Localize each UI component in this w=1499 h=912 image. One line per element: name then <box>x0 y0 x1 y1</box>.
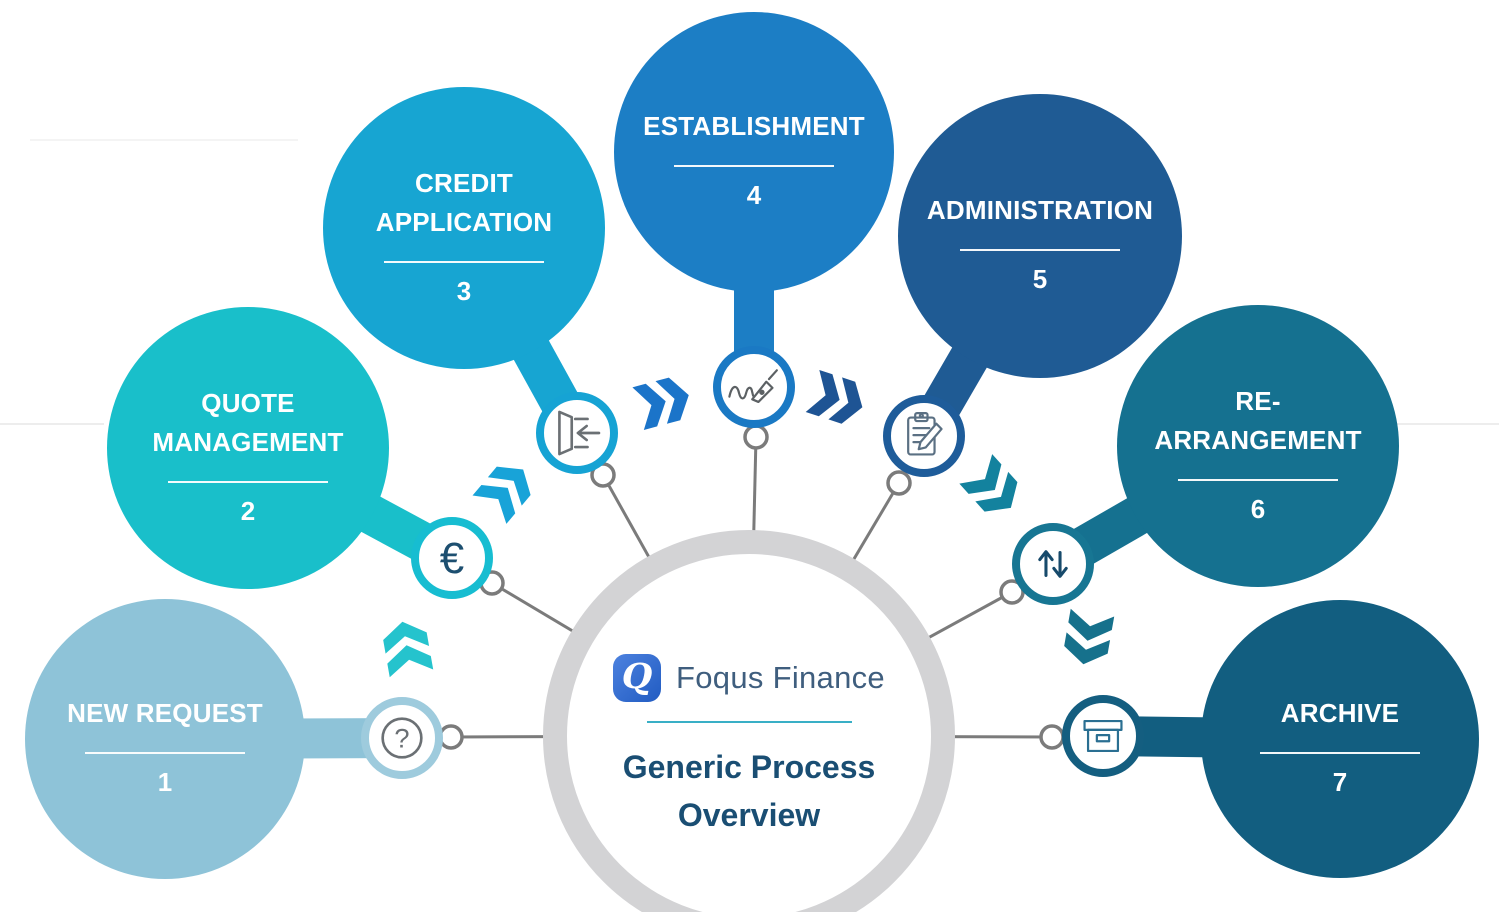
diagram-title-line2: Overview <box>677 797 821 833</box>
center-divider <box>646 721 852 723</box>
step-label: ESTABLISHMENT <box>643 111 865 141</box>
step-label: RE-ARRANGEMENT <box>1154 385 1362 455</box>
icon-circle-new-request: ? <box>361 697 443 779</box>
step-number: 1 <box>157 767 173 797</box>
background-artifact-line <box>0 423 104 425</box>
connector-donuts <box>438 424 1065 750</box>
question-mark-icon: ? <box>381 717 423 759</box>
icon-circle-establishment <box>713 346 795 428</box>
step-circle-archive: ARCHIVE 7 <box>1201 600 1479 878</box>
step-circle-establishment: ESTABLISHMENT 4 <box>614 12 894 292</box>
brand-name: Foqus Finance <box>676 660 885 695</box>
step-divider <box>674 165 834 167</box>
door-entry-icon <box>558 410 601 456</box>
step-number: 6 <box>1250 493 1266 524</box>
signature-pen-icon <box>728 369 778 404</box>
chevron-arrow-icon <box>472 466 531 524</box>
chevron-arrow-icon <box>1064 608 1115 665</box>
chevron-arrow-icon <box>959 454 1018 512</box>
step-number: 4 <box>746 180 762 210</box>
icon-circle-archive <box>1062 695 1144 777</box>
up-down-arrows-icon <box>1038 550 1068 578</box>
archive-box-icon <box>1083 719 1123 753</box>
icon-circle-administration <box>883 395 965 477</box>
step-divider <box>384 260 544 263</box>
step-divider <box>960 249 1120 251</box>
step-number: 7 <box>1332 767 1348 797</box>
clipboard-pencil-icon <box>907 412 943 456</box>
chevron-arrow-icon <box>632 377 689 430</box>
svg-text:?: ? <box>394 723 409 754</box>
step-divider <box>85 752 245 754</box>
step-number: 2 <box>240 495 256 526</box>
step-circle-administration: ADMINISTRATION 5 <box>898 94 1182 378</box>
diagram-title: Generic Process Overview <box>623 743 876 839</box>
icon-circle-re-arrangement <box>1012 523 1094 605</box>
foqus-finance-logo: Q <box>613 654 662 702</box>
logo-letter: Q <box>621 655 653 697</box>
icon-circle-quote-management: € <box>411 517 493 599</box>
step-number: 3 <box>456 275 472 306</box>
brand-row: Q Foqus Finance <box>613 654 885 702</box>
icon-circle-credit-application <box>536 392 618 474</box>
diagram-title-line1: Generic Process <box>622 749 876 785</box>
background-artifact-line <box>30 139 298 141</box>
svg-text:€: € <box>440 534 464 583</box>
step-divider <box>168 480 328 483</box>
step-label: NEW REQUEST <box>67 698 263 728</box>
step-label: ADMINISTRATION <box>926 195 1154 225</box>
euro-sign-icon: € <box>440 534 464 583</box>
step-circle-re-arrangement: RE-ARRANGEMENT 6 <box>1117 305 1399 587</box>
step-label: ARCHIVE <box>1280 698 1400 728</box>
step-circle-new-request: NEW REQUEST 1 <box>25 599 305 879</box>
step-divider <box>1178 478 1338 481</box>
background-artifact-line <box>1394 423 1499 425</box>
chevron-arrow-icon <box>383 621 434 678</box>
step-number: 5 <box>1032 264 1048 294</box>
step-divider <box>1260 752 1420 754</box>
chevron-arrow-icon <box>805 370 863 424</box>
